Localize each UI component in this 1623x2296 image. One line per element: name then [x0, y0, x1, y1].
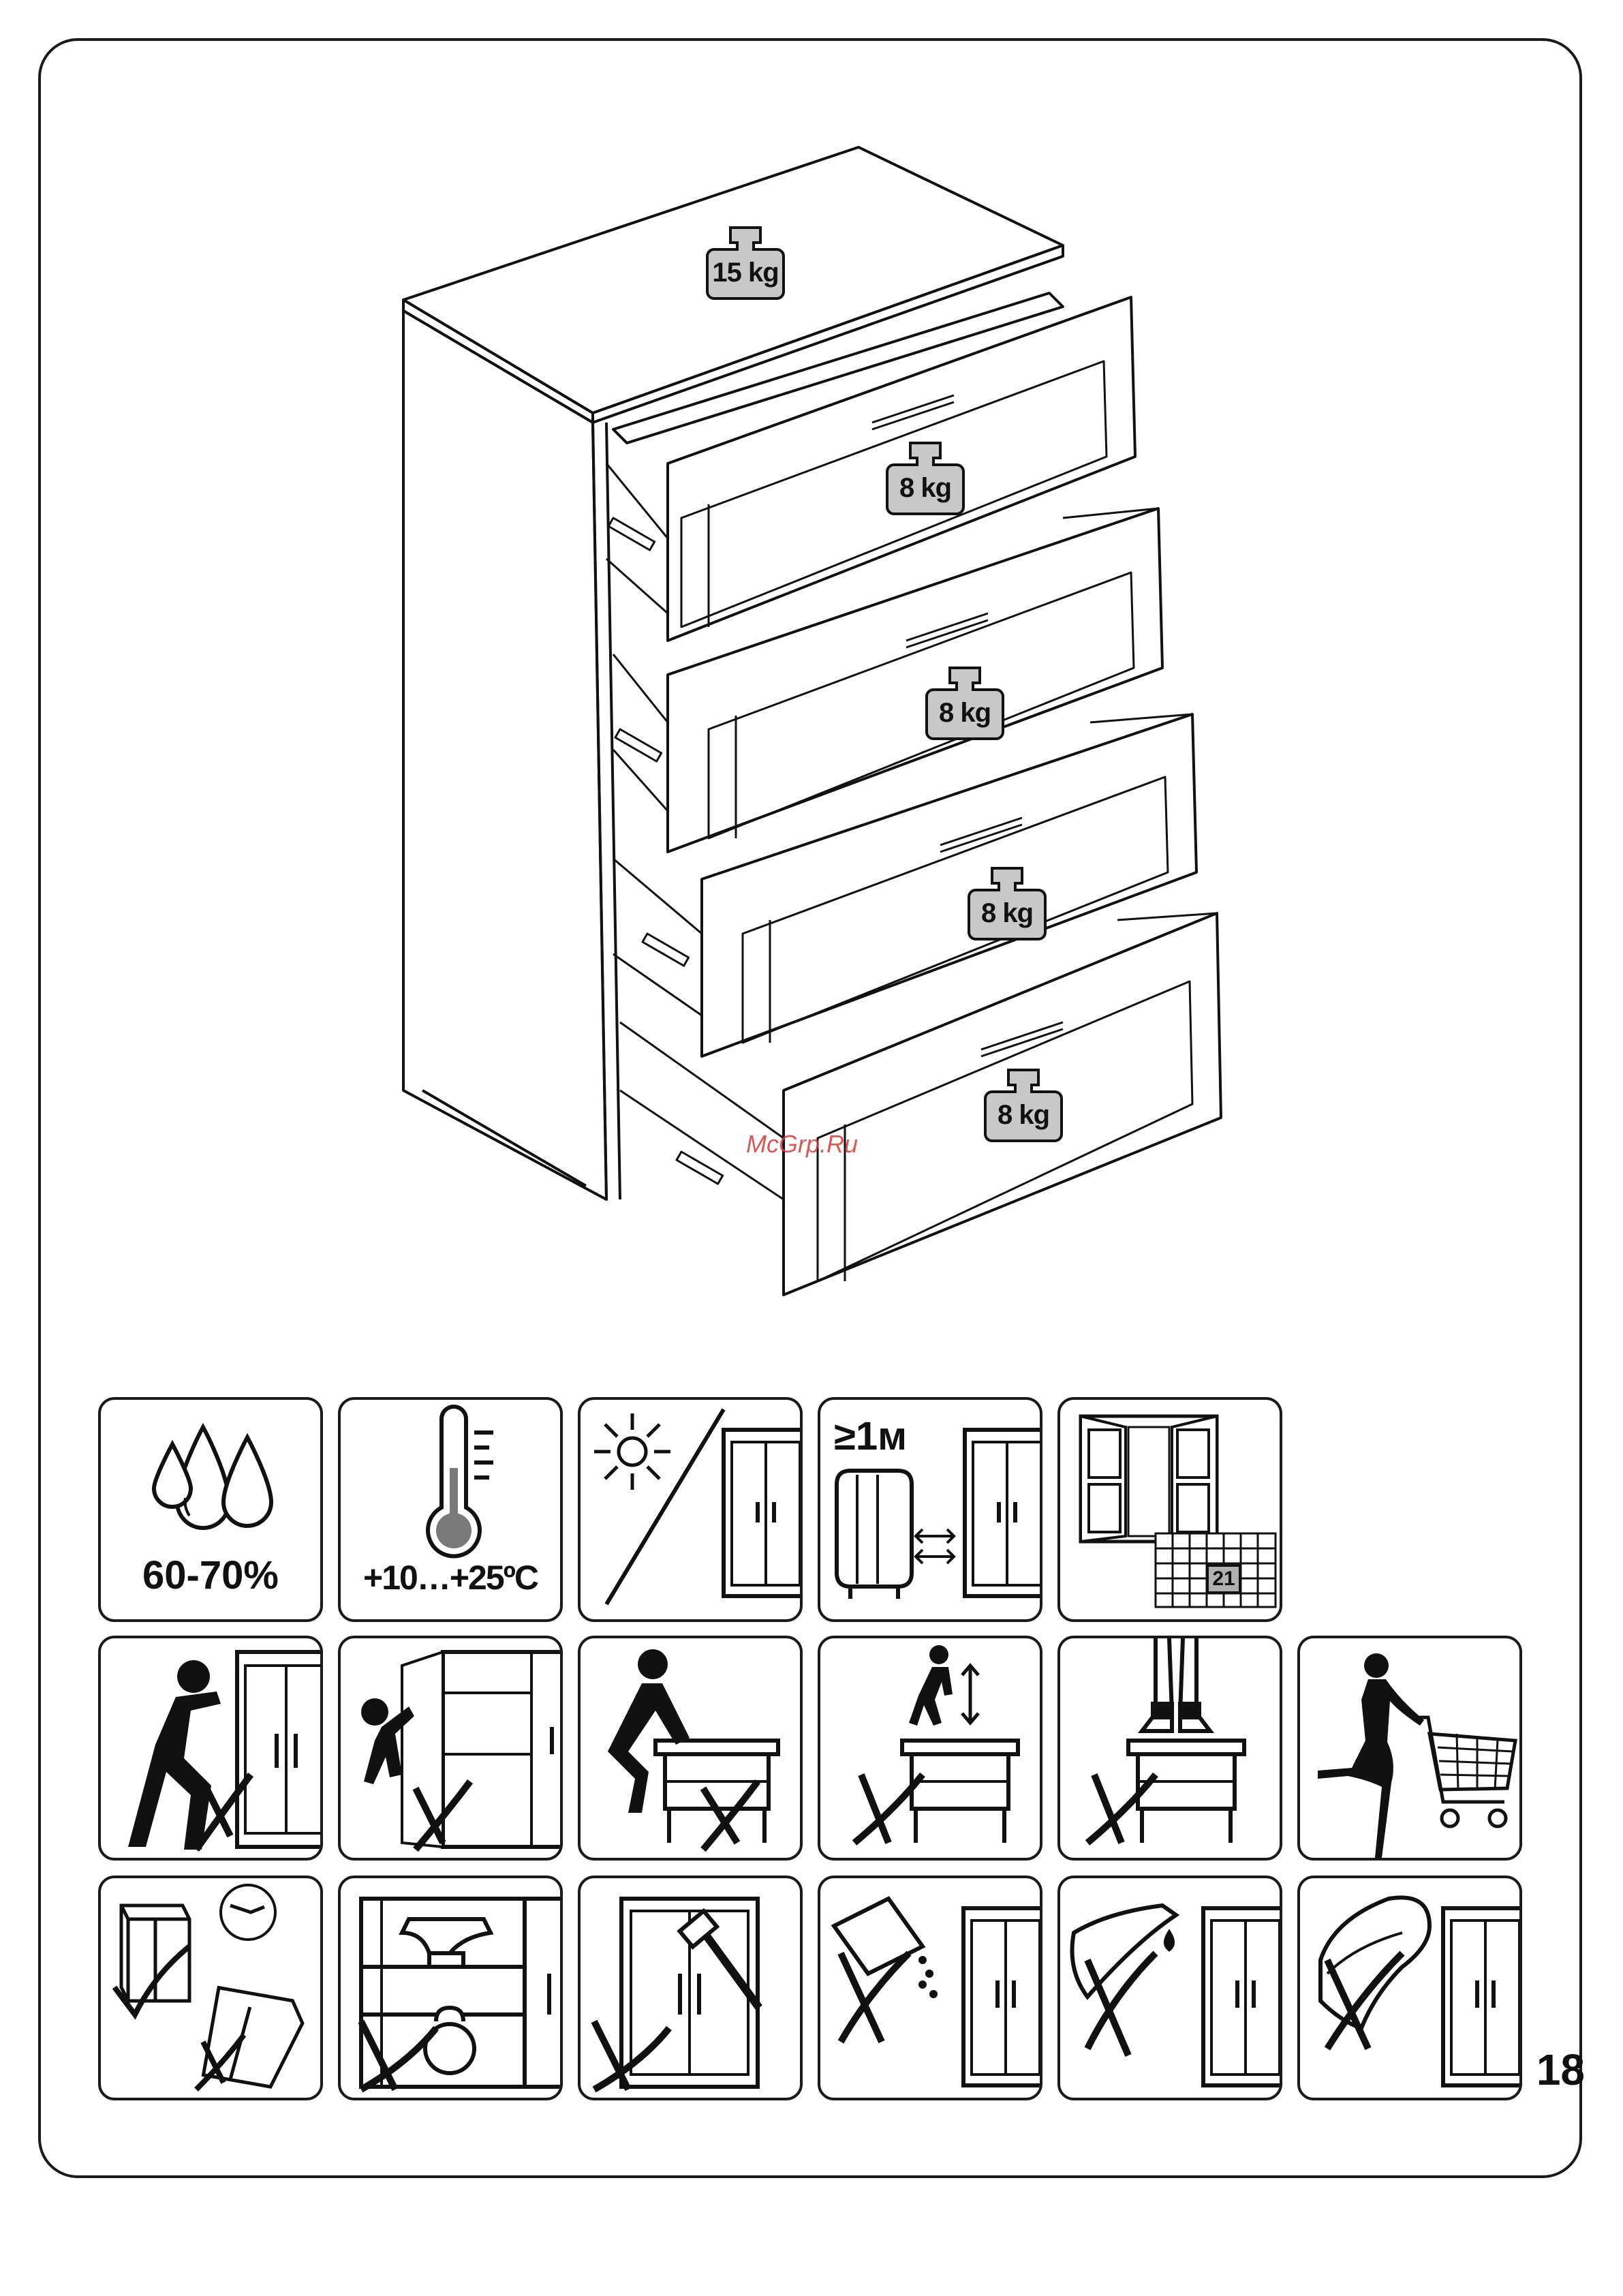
weight-badge-drawer-4: 8 kg: [981, 1067, 1066, 1144]
pictogram-for-household-use: [1297, 1636, 1522, 1861]
pictogram-no-climbing-in: [338, 1636, 563, 1861]
double-arrow-icon: [916, 1529, 954, 1563]
radiator-icon: [837, 1471, 912, 1599]
pictogram-no-heavy-loads: [338, 1876, 563, 2100]
legs-standing-icon: [1142, 1638, 1210, 1731]
wardrobe-open-icon: [402, 1652, 560, 1847]
sponge-drop-icon: [1072, 1905, 1177, 1997]
wardrobe-icon: [963, 1908, 1040, 2085]
calendar-day-label: 21: [1207, 1567, 1240, 1591]
pictogram-no-sitting: [578, 1636, 803, 1861]
weight-badge-drawer-1: 8 kg: [883, 440, 968, 517]
pictogram-no-standing: [1057, 1636, 1282, 1861]
weight-label-drawer-4: 8 kg: [981, 1100, 1066, 1131]
wardrobe-icon: [1203, 1908, 1280, 2085]
weight-label-top: 15 kg: [703, 258, 788, 288]
wet-cloth-icon: [1320, 1897, 1429, 2028]
pictogram-no-hammering: [578, 1876, 803, 2100]
weight-label-drawer-2: 8 kg: [923, 698, 1007, 729]
pictogram-ventilate-daily: 21: [1057, 1397, 1282, 1622]
up-down-arrow-icon: [962, 1666, 978, 1723]
wardrobe-icon: [965, 1430, 1040, 1596]
temperature-label: +10…+25ºC: [341, 1558, 560, 1597]
pictogram-no-wet-cloth: [1297, 1876, 1522, 2100]
weight-badge-top: 15 kg: [703, 225, 788, 301]
anvil-icon: [402, 1919, 491, 1967]
nightstand-icon: [655, 1741, 778, 1843]
wall-bracket-icon: [221, 1885, 275, 1940]
pictogram-humidity: 60-70%: [98, 1397, 323, 1622]
wardrobe-icon: [1443, 1908, 1519, 2085]
kettlebell-icon: [425, 2008, 474, 2073]
pictogram-no-chemical-solvents: [1057, 1876, 1282, 2100]
humidity-label: 60-70%: [101, 1552, 320, 1598]
shopping-cart-icon: [1416, 1717, 1515, 1826]
weight-badge-drawer-3: 8 kg: [965, 866, 1049, 942]
weight-badge-drawer-2: 8 kg: [923, 665, 1007, 741]
watermark: McGrp.Ru: [746, 1130, 858, 1159]
pictogram-no-jumping: [818, 1636, 1042, 1861]
person-pushing-icon: [128, 1660, 221, 1850]
weight-label-drawer-3: 8 kg: [965, 898, 1049, 929]
pictogram-temperature: +10…+25ºC: [338, 1397, 563, 1622]
nightstand-icon: [902, 1741, 1018, 1843]
wardrobe-icon: [237, 1652, 320, 1847]
nightstand-icon: [1128, 1741, 1244, 1843]
person-sitting-icon: [608, 1649, 690, 1813]
wardrobe-icon: [724, 1430, 800, 1596]
woman-silhouette-icon: [1318, 1653, 1424, 1858]
cross-mark-icon: [703, 1781, 758, 1850]
pictogram-no-direct-sunlight: [578, 1397, 803, 1622]
distance-label: ≥1м: [834, 1413, 907, 1459]
open-window-icon: [1081, 1416, 1217, 1542]
pictogram-distance-from-heater: ≥1м: [818, 1397, 1042, 1622]
person-jumping-icon: [909, 1645, 953, 1726]
weight-label-drawer-1: 8 kg: [883, 473, 968, 504]
thermometer-icon: [428, 1407, 493, 1556]
page-number: 18: [1536, 2045, 1585, 2095]
pictogram-no-pushing: [98, 1636, 323, 1861]
water-drops-icon: [154, 1427, 271, 1528]
pictogram-no-abrasive-cleaners: [818, 1876, 1042, 2100]
pictogram-wall-anchor: [98, 1876, 323, 2100]
sun-icon: [594, 1413, 670, 1490]
